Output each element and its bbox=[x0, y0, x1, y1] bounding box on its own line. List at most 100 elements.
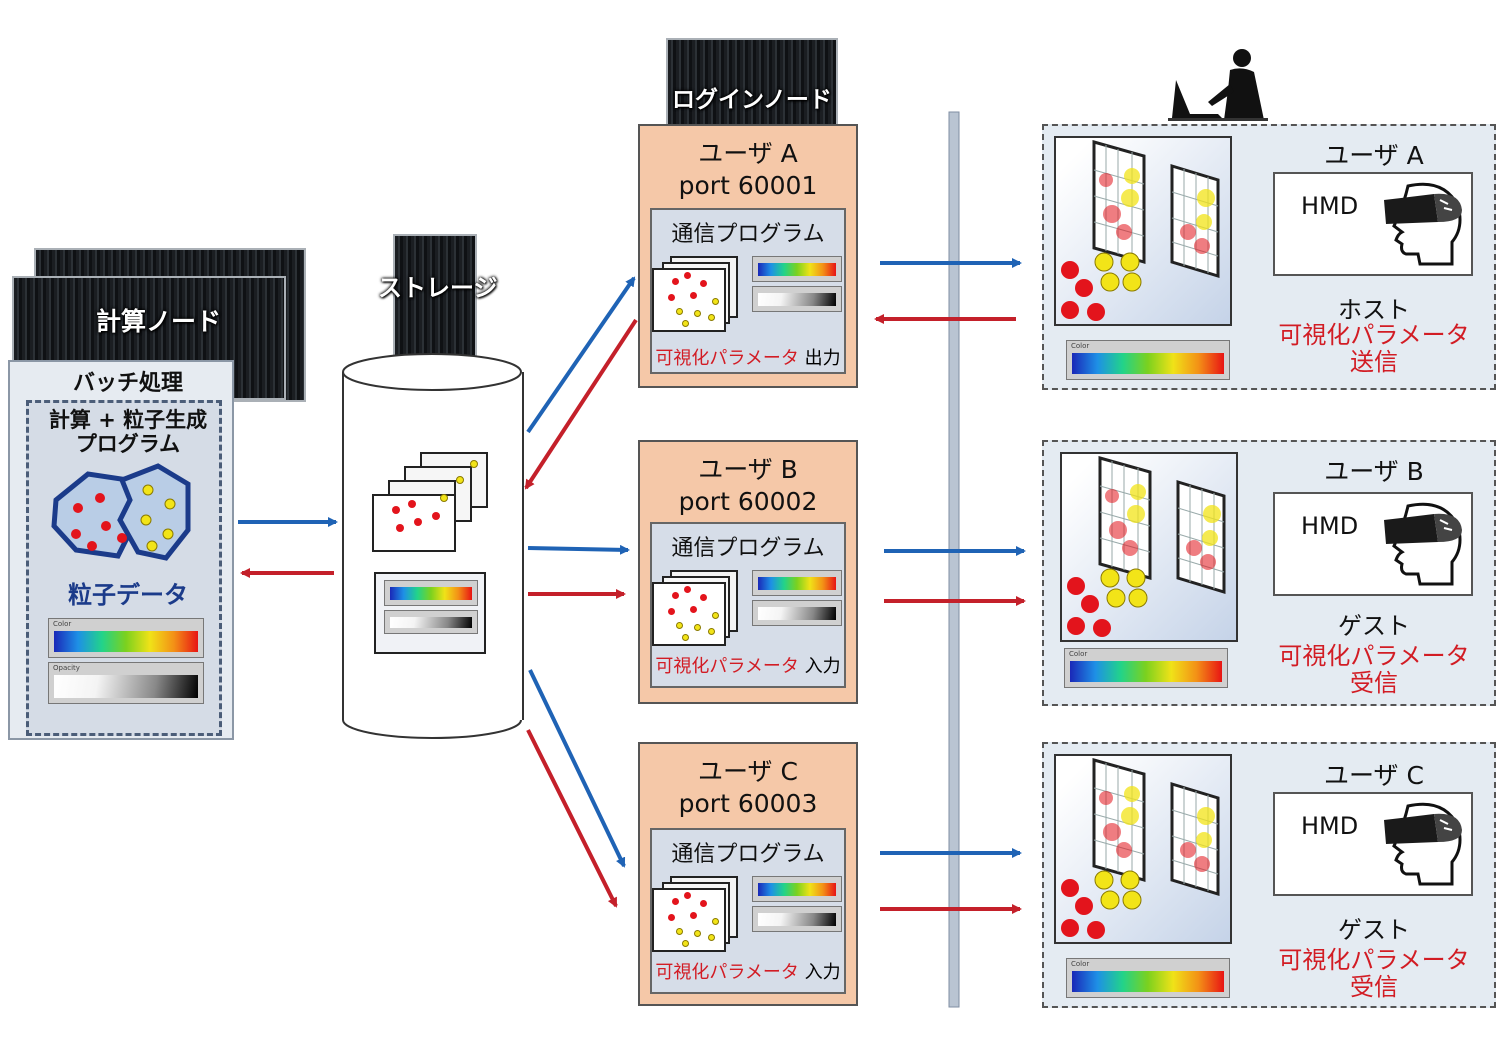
client-b-action: 受信 bbox=[1350, 669, 1398, 697]
client-c-param: 可視化パラメータ bbox=[1278, 946, 1470, 974]
red-particle bbox=[690, 292, 697, 299]
storage-opacity-bar bbox=[384, 610, 478, 634]
mini-color-bar bbox=[752, 256, 842, 282]
login-user-c-port: port 60003 bbox=[678, 789, 818, 818]
red-particle bbox=[668, 914, 675, 921]
arrow-storage-to-user-c-blue bbox=[528, 669, 626, 868]
red-particle bbox=[690, 912, 697, 919]
param-direction: 入力 bbox=[804, 656, 841, 677]
red-particle bbox=[432, 512, 440, 520]
yellow-particle bbox=[676, 928, 683, 935]
comm-program-c-param: 可視化パラメータ 入力 bbox=[652, 958, 844, 984]
client-b-name: ユーザ B bbox=[1324, 457, 1424, 486]
client-c-action: 受信 bbox=[1350, 973, 1398, 1001]
client-color-bar: Color bbox=[1066, 958, 1230, 998]
red-particle bbox=[684, 272, 691, 279]
red-particle bbox=[690, 606, 697, 613]
client-c-name: ユーザ C bbox=[1324, 761, 1424, 790]
storage-cylinder-caps bbox=[342, 353, 522, 739]
red-particle bbox=[668, 294, 675, 301]
batch-title: バッチ処理 bbox=[72, 371, 183, 396]
red-particle bbox=[684, 892, 691, 899]
particle-polyhedra-icon bbox=[51, 463, 191, 561]
batch-color-bar: Color bbox=[48, 618, 204, 658]
client-a-param: 可視化パラメータ bbox=[1278, 321, 1470, 349]
red-particle bbox=[672, 592, 679, 599]
comm-program-b-param: 可視化パラメータ 入力 bbox=[652, 652, 844, 678]
client-b-hmd-label: HMD bbox=[1301, 512, 1359, 540]
login-node-server-icon bbox=[666, 38, 838, 130]
batch-program-label: 計算 + 粒子生成 プログラム bbox=[48, 408, 208, 456]
yellow-particle bbox=[694, 310, 701, 317]
red-particle bbox=[396, 524, 404, 532]
red-particle bbox=[684, 586, 691, 593]
person-at-laptop-icon bbox=[1168, 49, 1268, 121]
client-a-action: 送信 bbox=[1350, 348, 1398, 376]
yellow-particle bbox=[694, 930, 701, 937]
login-user-a-port: port 60001 bbox=[678, 171, 818, 200]
arrow-user-a-to-storage bbox=[524, 318, 638, 490]
comm-program-a-label: 通信プログラム bbox=[671, 222, 825, 247]
param-direction: 出力 bbox=[804, 348, 841, 369]
batch-opacity-bar: Opacity bbox=[48, 662, 204, 704]
comm-program-b-label: 通信プログラム bbox=[671, 536, 825, 561]
client-color-bar: Color bbox=[1064, 648, 1228, 688]
yellow-particle bbox=[682, 940, 689, 947]
yellow-particle bbox=[676, 622, 683, 629]
client-c-hmd-label: HMD bbox=[1301, 812, 1359, 840]
vr-headset-head-icon bbox=[1384, 802, 1462, 886]
yellow-particle bbox=[712, 612, 719, 619]
red-particle bbox=[700, 594, 707, 601]
yellow-particle bbox=[682, 320, 689, 327]
particle-data-label: 粒子データ bbox=[68, 581, 188, 609]
yellow-particle bbox=[712, 298, 719, 305]
yellow-particle bbox=[708, 628, 715, 635]
login-user-b-name: ユーザ B bbox=[698, 455, 798, 484]
storage-label: ストレージ bbox=[378, 274, 498, 302]
client-b-role: ゲスト bbox=[1338, 612, 1410, 640]
red-particle bbox=[392, 506, 400, 514]
client-a-name: ユーザ A bbox=[1324, 141, 1424, 170]
comm-program-a-param: 可視化パラメータ 出力 bbox=[652, 344, 844, 370]
login-node-label: ログインノード bbox=[672, 87, 832, 113]
storage-color-bar bbox=[384, 580, 478, 606]
arrow-storage-to-user-b-blue bbox=[527, 544, 630, 555]
client-color-bar: Color bbox=[1066, 340, 1230, 380]
yellow-particle bbox=[712, 918, 719, 925]
compute-node-label: 計算ノード bbox=[96, 307, 222, 336]
client-c-role: ゲスト bbox=[1338, 916, 1410, 944]
visualization-planes bbox=[1061, 758, 1220, 939]
client-a-hmd-label: HMD bbox=[1301, 192, 1359, 220]
yellow-particle bbox=[676, 308, 683, 315]
yellow-particle bbox=[456, 476, 464, 484]
client-b-param: 可視化パラメータ bbox=[1278, 642, 1470, 670]
yellow-particle bbox=[440, 494, 448, 502]
login-user-b-port: port 60002 bbox=[678, 487, 818, 516]
opacity-bar-caption: Opacity bbox=[53, 664, 80, 672]
yellow-particle bbox=[708, 934, 715, 941]
red-particle bbox=[672, 278, 679, 285]
mini-opacity-bar bbox=[752, 906, 842, 932]
red-particle bbox=[700, 280, 707, 287]
red-particle bbox=[414, 518, 422, 526]
color-bar-caption: Color bbox=[53, 620, 72, 628]
color-bar-caption: Color bbox=[1071, 342, 1090, 350]
color-bar-caption: Color bbox=[1069, 650, 1088, 658]
red-particle bbox=[408, 500, 416, 508]
arrow-storage-to-user-a bbox=[526, 276, 636, 434]
comm-program-c-label: 通信プログラム bbox=[671, 842, 825, 867]
network-divider bbox=[948, 111, 960, 1008]
param-direction: 入力 bbox=[804, 962, 841, 983]
param-label: 可視化パラメータ bbox=[655, 962, 799, 983]
mini-color-bar bbox=[752, 876, 842, 902]
arrow-storage-to-user-c-red bbox=[526, 729, 618, 908]
red-particle bbox=[672, 898, 679, 905]
yellow-particle bbox=[682, 634, 689, 641]
param-label: 可視化パラメータ bbox=[655, 348, 799, 369]
mini-opacity-bar bbox=[752, 286, 842, 312]
visualization-planes bbox=[1061, 140, 1220, 321]
mini-color-bar bbox=[752, 570, 842, 596]
mini-opacity-bar bbox=[752, 600, 842, 626]
red-particle bbox=[700, 900, 707, 907]
